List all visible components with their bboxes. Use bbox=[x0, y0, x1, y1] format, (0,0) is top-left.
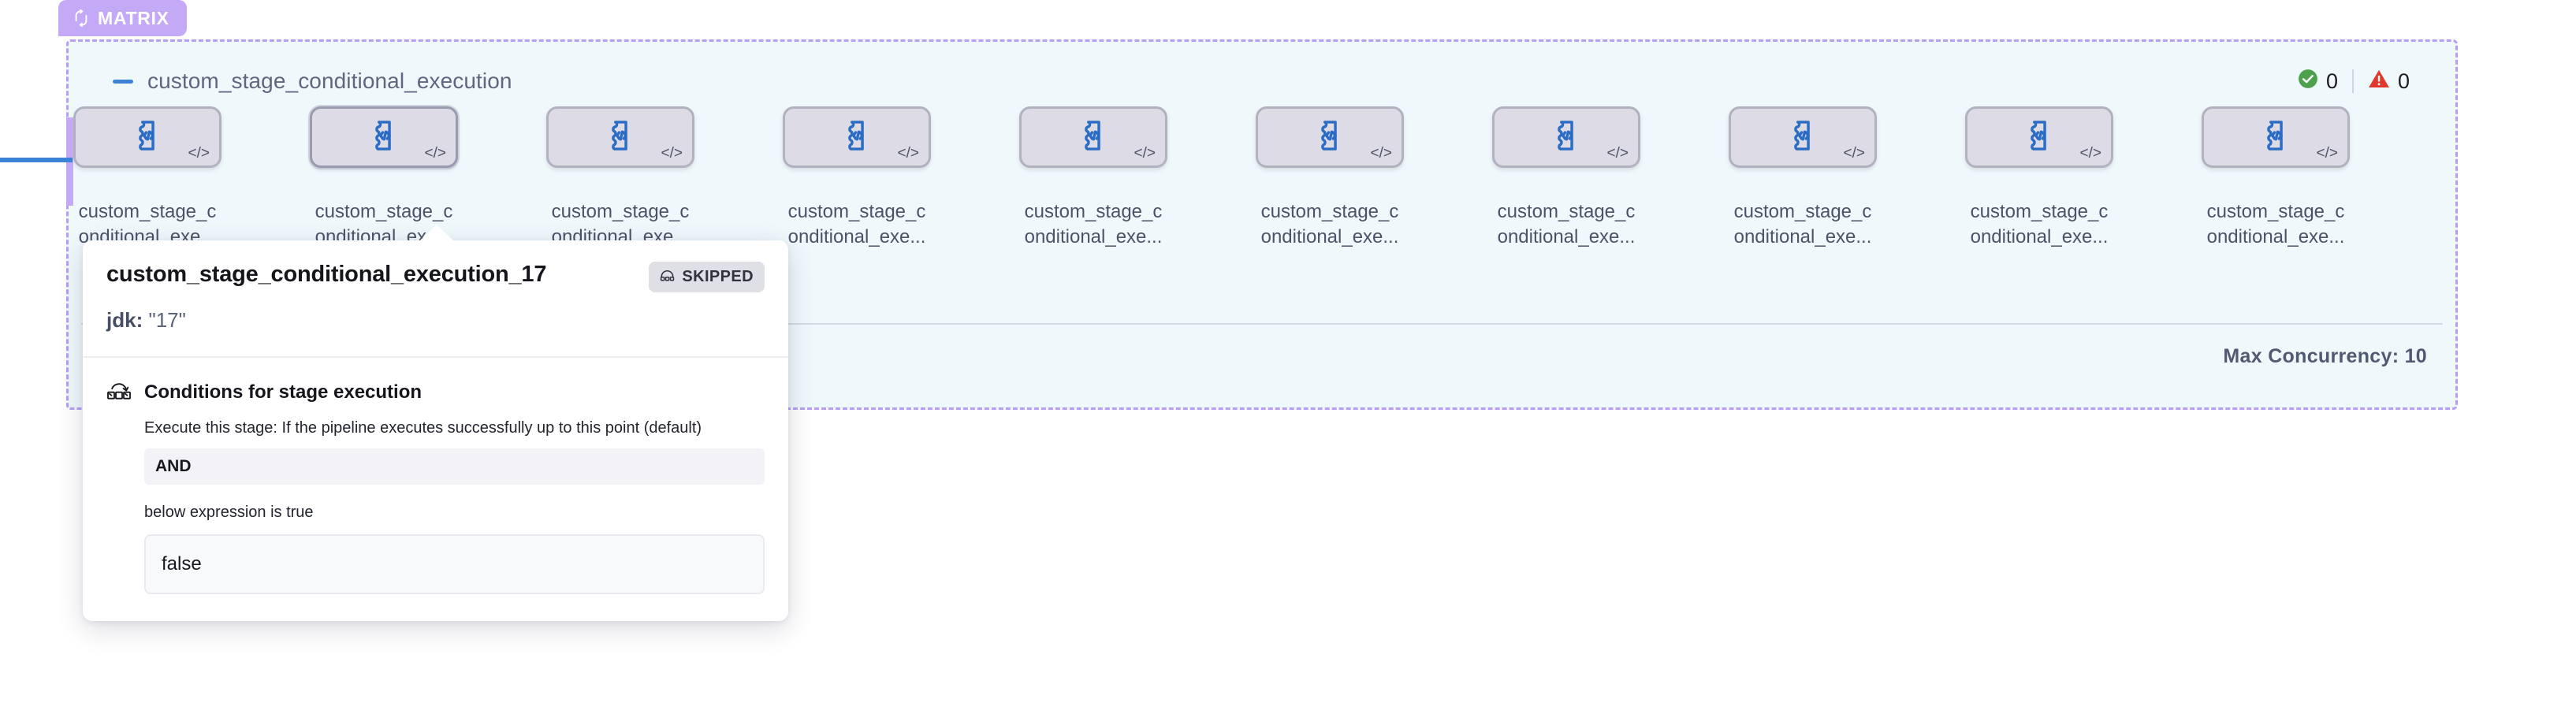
stage-node-card[interactable]: </> bbox=[783, 106, 931, 168]
max-concurrency-label: Max Concurrency: 10 bbox=[2223, 345, 2427, 367]
custom-stage-code-icon bbox=[129, 117, 166, 158]
matrix-group-header: custom_stage_conditional_execution 0 bbox=[113, 65, 2424, 97]
matrix-footer-divider bbox=[81, 323, 2443, 325]
stage-node-card[interactable]: </> bbox=[1965, 106, 2113, 168]
stage-node-label: custom_stage_c onditional_exe... bbox=[1970, 201, 2109, 247]
popup-header: custom_stage_conditional_execution_17 SK… bbox=[83, 240, 788, 358]
stage-node-label: custom_stage_c onditional_exe... bbox=[1497, 201, 1636, 247]
collapse-toggle-icon[interactable] bbox=[113, 79, 133, 84]
popup-arrow bbox=[419, 225, 454, 241]
stage-node-card[interactable]: </> bbox=[2202, 106, 2350, 168]
code-brackets-icon: </> bbox=[2316, 145, 2338, 162]
popup-title: custom_stage_conditional_execution_17 bbox=[106, 262, 547, 287]
code-brackets-icon: </> bbox=[188, 145, 210, 162]
code-brackets-icon: </> bbox=[897, 145, 919, 162]
custom-stage-code-icon bbox=[1548, 117, 1584, 158]
popup-meta-value: "17" bbox=[148, 308, 186, 332]
custom-stage-code-icon bbox=[839, 117, 875, 158]
code-brackets-icon: </> bbox=[1606, 145, 1629, 162]
stage-node-label: custom_stage_c onditional_exe... bbox=[1024, 201, 1163, 247]
matrix-nodes-row: </> custom_stage_c onditional_exe... </> cu… bbox=[69, 42, 2455, 407]
success-status: 0 bbox=[2284, 69, 2352, 95]
matrix-node-6: </> custom_stage_c onditional_exe... bbox=[1492, 106, 1640, 249]
code-brackets-icon: </> bbox=[2079, 145, 2101, 162]
condition-sub-label: below expression is true bbox=[144, 504, 314, 521]
custom-stage-code-icon bbox=[1075, 117, 1111, 158]
matrix-node-2: </>custom_stage_c onditional_exe... bbox=[546, 106, 694, 249]
code-brackets-icon: </> bbox=[1843, 145, 1865, 162]
matrix-node-9: </> custom_stage_c onditional_exe... bbox=[2202, 106, 2350, 249]
matrix-node-3: </> custom_stage_c onditional_exe... bbox=[783, 106, 931, 249]
status-divider bbox=[2351, 69, 2354, 93]
custom-stage-code-icon bbox=[366, 117, 402, 158]
popup-body: Conditions for stage execution Execute t… bbox=[83, 358, 788, 621]
warning-count: 0 bbox=[2397, 69, 2410, 93]
matrix-badge-label: MATRIX bbox=[98, 7, 169, 28]
check-circle-icon bbox=[2298, 69, 2318, 95]
condition-expression-box[interactable]: false bbox=[144, 534, 765, 594]
stage-node-card[interactable]: </> bbox=[1019, 106, 1167, 168]
conditional-branch-icon bbox=[106, 378, 132, 406]
stage-node-label: custom_stage_c onditional_exe... bbox=[1733, 201, 1872, 247]
conditions-heading: Conditions for stage execution bbox=[144, 381, 423, 403]
code-brackets-icon: </> bbox=[661, 145, 683, 162]
success-count: 0 bbox=[2325, 69, 2338, 93]
matrix-node-8: </> custom_stage_c onditional_exe... bbox=[1965, 106, 2113, 249]
stage-details-popup: custom_stage_conditional_execution_17 SK… bbox=[83, 225, 788, 621]
stage-node-card[interactable]: </> bbox=[546, 106, 694, 168]
custom-stage-code-icon bbox=[602, 117, 638, 158]
status-badge: SKIPPED bbox=[649, 262, 765, 292]
stage-node-label: custom_stage_c onditional_exe... bbox=[2206, 201, 2345, 247]
code-brackets-icon: </> bbox=[424, 145, 446, 162]
code-brackets-icon: </> bbox=[1370, 145, 1392, 162]
custom-stage-code-icon bbox=[1312, 117, 1348, 158]
conditions-description: Execute this stage: If the pipeline exec… bbox=[144, 419, 702, 437]
custom-stage-code-icon bbox=[1785, 117, 1821, 158]
skipped-icon bbox=[660, 268, 675, 286]
matrix-node-1: </>custom_stage_c onditional_exe... bbox=[310, 106, 458, 249]
popup-meta-key: jdk: bbox=[106, 308, 143, 332]
matrix-node-5: </> custom_stage_c onditional_exe... bbox=[1256, 106, 1404, 249]
matrix-badge[interactable]: MATRIX bbox=[58, 0, 187, 36]
stage-node-label: custom_stage_c onditional_exe... bbox=[1260, 201, 1399, 247]
code-brackets-icon: </> bbox=[1134, 145, 1156, 162]
stage-node-card[interactable]: </> bbox=[1729, 106, 1877, 168]
custom-stage-code-icon bbox=[2258, 117, 2294, 158]
matrix-node-7: </> custom_stage_c onditional_exe... bbox=[1729, 106, 1877, 249]
group-status-summary: 0 0 bbox=[2284, 69, 2424, 95]
stage-node-label: custom_stage_c onditional_exe... bbox=[787, 201, 926, 247]
page-title: custom_stage_conditional_execution bbox=[147, 69, 512, 93]
warning-triangle-icon bbox=[2368, 69, 2390, 95]
custom-stage-code-icon bbox=[2021, 117, 2057, 158]
stage-node-card[interactable]: </> bbox=[1492, 106, 1640, 168]
loop-repeat-icon bbox=[73, 9, 90, 27]
stage-node-card[interactable]: </> bbox=[73, 106, 221, 168]
stage-node-card[interactable]: </> bbox=[310, 106, 458, 168]
stage-node-card[interactable]: </> bbox=[1256, 106, 1404, 168]
matrix-node-4: </> custom_stage_c onditional_exe... bbox=[1019, 106, 1167, 249]
matrix-node-0: </>custom_stage_c onditional_exe... bbox=[73, 106, 221, 249]
condition-operator-field: AND bbox=[144, 448, 765, 485]
status-badge-label: SKIPPED bbox=[682, 268, 754, 285]
popup-meta: jdk: "17" bbox=[106, 308, 765, 333]
incoming-edge-connector bbox=[0, 158, 73, 162]
warning-status: 0 bbox=[2354, 69, 2424, 95]
